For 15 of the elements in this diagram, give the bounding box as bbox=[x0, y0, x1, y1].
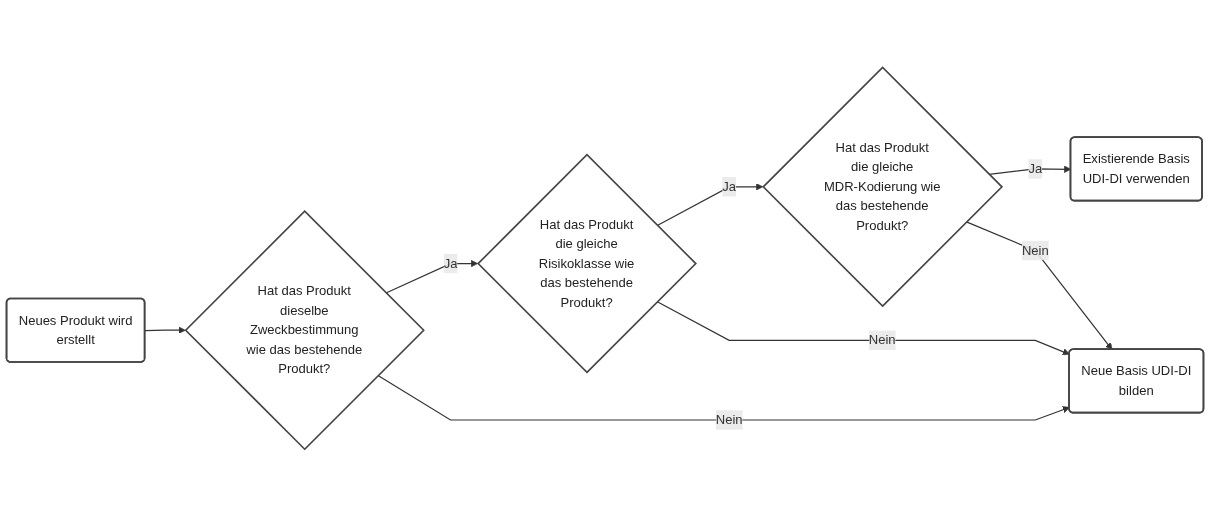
edge-label: Nein bbox=[868, 332, 896, 347]
edge-label: Nein bbox=[715, 412, 743, 427]
edge-label: Ja bbox=[722, 179, 737, 193]
arrow bbox=[385, 259, 479, 294]
arrow bbox=[656, 182, 764, 226]
arrow bbox=[144, 326, 186, 334]
arrow bbox=[377, 374, 1070, 421]
node-diamond: Hat das Produkt die gleiche MDR-Kodierung wie das bestehende Produkt? bbox=[762, 66, 1004, 307]
arrow bbox=[965, 220, 1113, 350]
edge-label: Ja bbox=[1028, 161, 1043, 176]
edge-label: Ja bbox=[443, 255, 458, 270]
node-diamond: Hat das Produkt die gleiche Risikoklasse wie das bestehende Produkt? bbox=[477, 153, 697, 374]
node-diamond: Hat das Produkt dieselbe Zweckbestimmung wie das bestehende Produkt? bbox=[184, 209, 425, 450]
arrow bbox=[656, 300, 1070, 355]
edge-label: Nein bbox=[1021, 242, 1049, 257]
